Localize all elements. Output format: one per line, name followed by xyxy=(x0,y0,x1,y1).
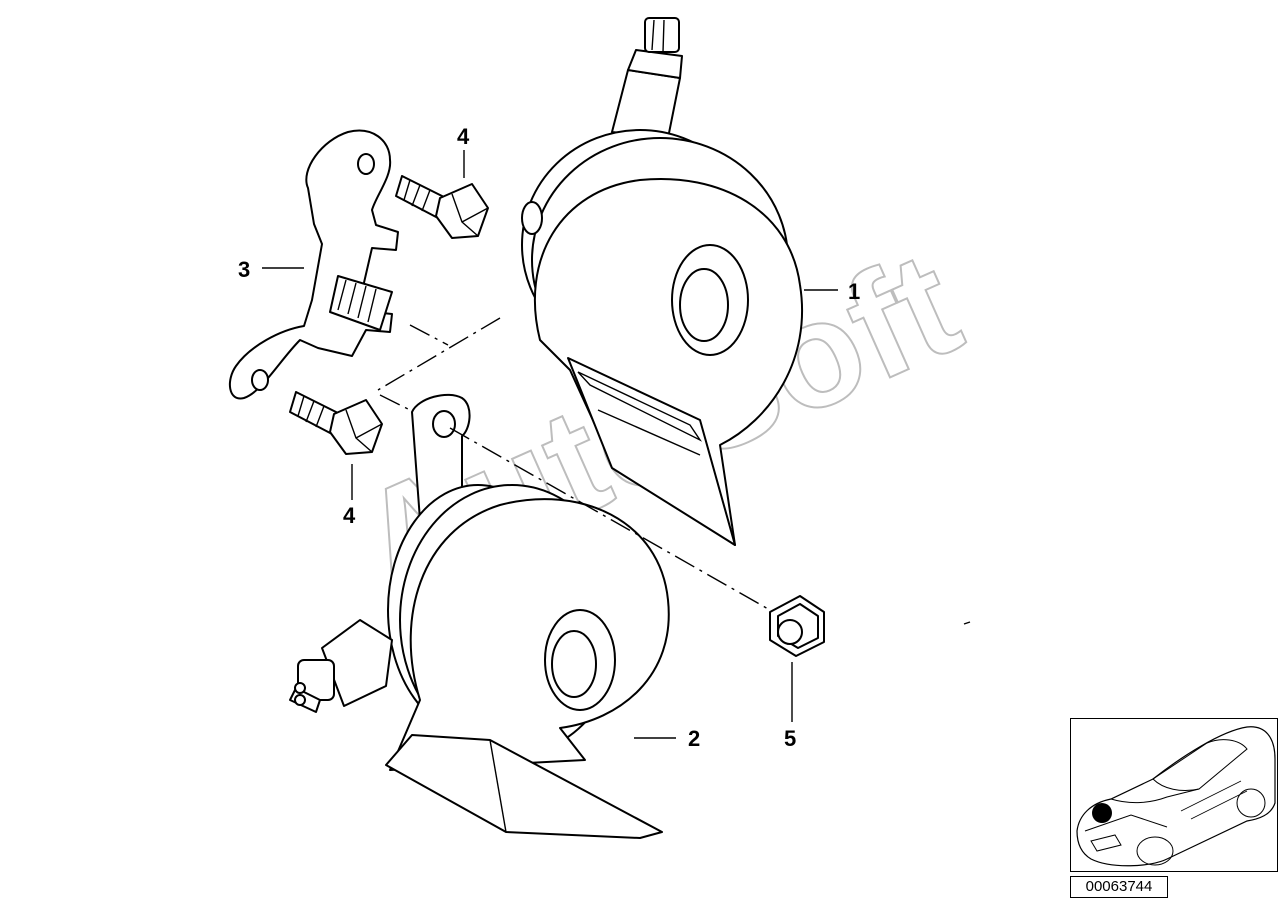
nut xyxy=(769,595,825,657)
callout-2: 2 xyxy=(688,726,700,751)
stray-mark xyxy=(963,621,971,625)
bolt-top xyxy=(395,175,489,239)
location-marker xyxy=(1092,803,1112,823)
horn-lower xyxy=(289,393,670,839)
horn-upper xyxy=(521,17,804,546)
callout-3: 3 xyxy=(238,257,250,282)
vehicle-location-thumbnail xyxy=(1070,718,1278,872)
car-outline xyxy=(1076,726,1276,867)
assembly-line-c xyxy=(379,394,411,411)
callout-1: 1 xyxy=(848,279,860,304)
bolt-bottom xyxy=(289,391,383,455)
callout-4-top: 4 xyxy=(457,124,470,149)
diagram-reference-number: 00063744 xyxy=(1070,876,1168,898)
callout-4-bottom: 4 xyxy=(343,503,356,528)
assembly-line-d xyxy=(449,427,771,611)
callout-5: 5 xyxy=(784,726,796,751)
assembly-line-a xyxy=(409,324,449,346)
bracket xyxy=(228,129,399,400)
assembly-line-b xyxy=(377,317,501,391)
